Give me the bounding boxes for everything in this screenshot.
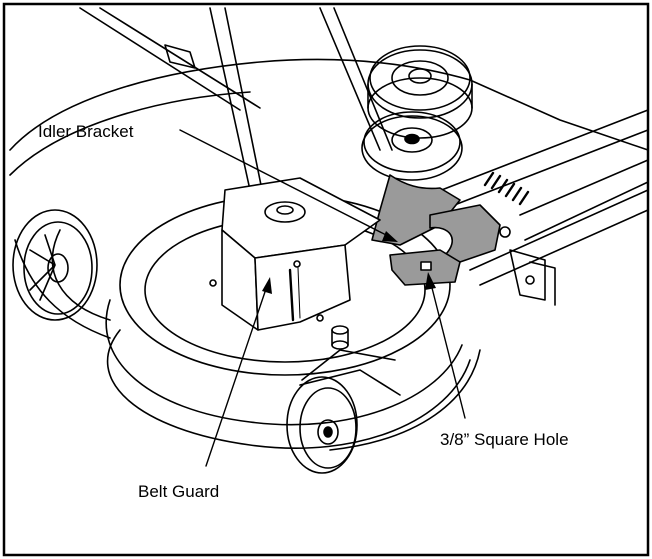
upper-pulley: [368, 46, 472, 138]
belt-guard-label: Belt Guard: [138, 482, 219, 501]
tension-spring: [485, 173, 528, 204]
square-hole: [421, 262, 431, 270]
idler-pulley: [362, 112, 462, 180]
idler-bracket-label: Idler Bracket: [38, 122, 134, 141]
left-gauge-wheel: [13, 210, 97, 320]
square-hole-label: 3/8” Square Hole: [440, 430, 569, 449]
grease-fitting: [332, 326, 348, 349]
belt-guard: [210, 178, 380, 330]
